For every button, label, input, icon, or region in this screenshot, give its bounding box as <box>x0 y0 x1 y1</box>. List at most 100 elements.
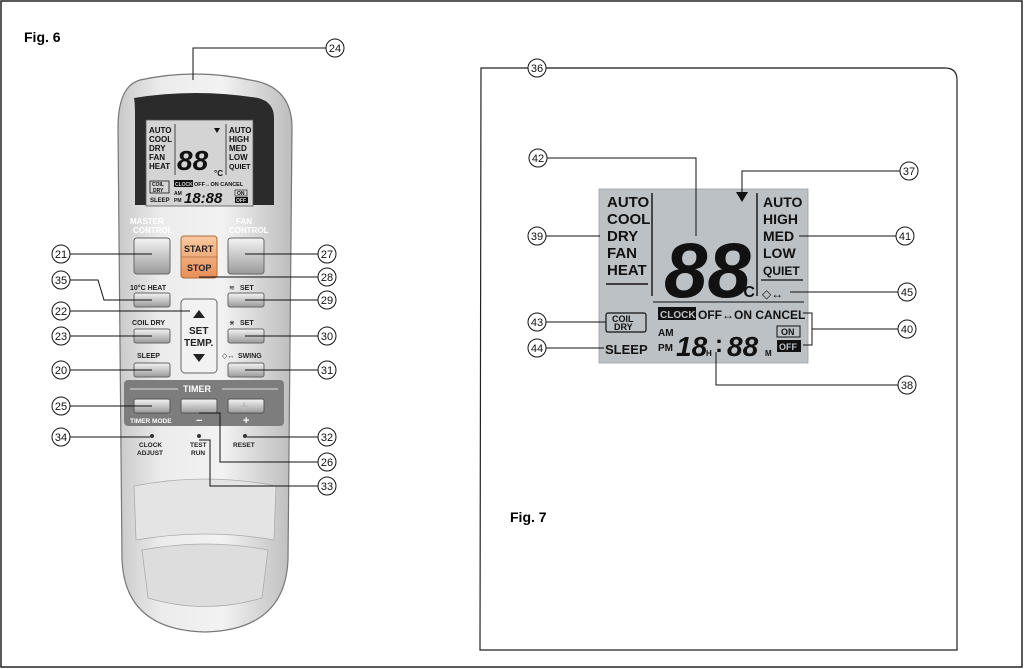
fig6-label: Fig. 6 <box>24 29 61 45</box>
reset-button[interactable] <box>243 434 247 438</box>
remote-lcd-pm: PM <box>174 198 182 204</box>
sleep-text: SLEEP <box>605 342 648 357</box>
svg-text:27: 27 <box>321 249 333 261</box>
clock-adjust-label-1: CLOCK <box>139 442 162 449</box>
remote-lcd-mode-heat: HEAT <box>149 162 170 171</box>
callout-39: 39 <box>527 226 547 246</box>
minus-button-glyph: ▭ <box>193 402 202 413</box>
callout-44: 44 <box>527 338 547 358</box>
fig7-label: Fig. 7 <box>510 509 547 525</box>
remote-lcd-off: OFF <box>236 198 246 204</box>
remote-lcd-mode-dry: DRY <box>149 144 166 153</box>
plus-label: + <box>243 415 249 427</box>
mode-fan: FAN <box>607 245 637 262</box>
remote-lcd-mode-auto: AUTO <box>149 126 172 135</box>
callout-30: 30 <box>317 326 337 346</box>
callout-25: 25 <box>51 396 71 416</box>
fan-control-button[interactable] <box>227 237 265 275</box>
mode-heat: HEAT <box>607 262 647 279</box>
sleep-label: SLEEP <box>137 353 160 360</box>
fan-low: LOW <box>763 245 796 261</box>
set2-icon: ⋇ <box>229 320 235 327</box>
off-text: OFF <box>779 342 797 352</box>
svg-text:41: 41 <box>899 231 911 243</box>
timer-plus-button[interactable] <box>227 398 265 414</box>
remote-lcd-dry: DRY <box>153 188 164 194</box>
remote-buttons: MASTER CONTROL FAN CONTROL START STOP 10… <box>130 217 278 457</box>
clock-adjust-label-2: ADJUST <box>137 450 163 457</box>
remote-lcd-mode-fan: FAN <box>149 153 165 162</box>
remote-lcd-on: ON <box>237 191 245 197</box>
pm-text: PM <box>658 343 673 354</box>
fan-auto: AUTO <box>763 194 803 210</box>
set-temp-label-1: SET <box>189 326 208 337</box>
remote-lcd-sleep: SLEEP <box>150 198 170 204</box>
fig7-lcd <box>598 188 809 364</box>
set1-icon: ≋ <box>229 285 235 292</box>
svg-text:23: 23 <box>55 331 67 343</box>
fan-high: HIGH <box>763 211 798 227</box>
swing-icon: ◇↔ <box>222 353 234 360</box>
svg-text:32: 32 <box>321 432 333 444</box>
am-text: AM <box>658 328 674 339</box>
svg-text:30: 30 <box>321 331 333 343</box>
svg-text:43: 43 <box>531 317 543 329</box>
callout-38: 38 <box>897 375 917 395</box>
svg-text:39: 39 <box>531 231 543 243</box>
remote-lcd-time: 18:88 <box>184 190 223 207</box>
svg-text:22: 22 <box>55 306 67 318</box>
offon-cancel-text: OFF↔ON CANCEL <box>698 308 805 322</box>
master-control-button[interactable] <box>133 237 171 275</box>
remote-lcd-fan-auto: AUTO <box>229 126 252 135</box>
fan-control-label-1: FAN <box>236 217 252 226</box>
minute-unit: M <box>765 349 772 358</box>
callout-42: 42 <box>528 148 548 168</box>
svg-text:35: 35 <box>55 275 67 287</box>
leader-40 <box>803 312 898 346</box>
fan-control-label-2: CONTROL <box>229 226 269 235</box>
callout-33: 33 <box>317 476 337 496</box>
remote-leader-lines <box>70 47 326 487</box>
callout-31: 31 <box>317 360 337 380</box>
set-temp-rocker[interactable] <box>180 298 218 374</box>
remote-lcd-on-box <box>234 189 248 197</box>
callout-20: 20 <box>51 360 71 380</box>
remote-lcd-coil: COIL <box>152 182 164 188</box>
remote-lcd-signal-icon <box>214 128 220 133</box>
svg-text:40: 40 <box>901 324 913 336</box>
clock-badge <box>658 307 696 320</box>
temp-up-arrow-icon[interactable] <box>193 310 205 318</box>
remote-lcd-fan-low: LOW <box>229 153 248 162</box>
remote-base-panel <box>141 543 269 607</box>
remote-lcd-fan-med: MED <box>229 144 247 153</box>
temp-digits: 88 <box>664 226 751 314</box>
callout-36: 36 <box>527 58 547 78</box>
test-run-button[interactable] <box>197 434 201 438</box>
minute-digits: 88 <box>727 331 759 362</box>
clock-adjust-button[interactable] <box>150 434 154 438</box>
svg-text:21: 21 <box>55 249 67 261</box>
callout-45: 45 <box>897 282 917 302</box>
master-control-label-2: CONTROL <box>133 226 173 235</box>
fan-quiet: QUIET <box>763 264 800 278</box>
remote-lcd-offon: OFF↔ON CANCEL <box>194 182 244 188</box>
svg-text:25: 25 <box>55 401 67 413</box>
leader-42 <box>547 157 697 236</box>
on-text: ON <box>781 327 795 337</box>
hour-digits: 18 <box>676 331 708 362</box>
remote-lower-panel <box>133 478 277 541</box>
svg-text:26: 26 <box>321 457 333 469</box>
remote-lcd-mode-cool: COOL <box>149 135 172 144</box>
svg-text:36: 36 <box>531 63 543 75</box>
svg-text:29: 29 <box>321 295 333 307</box>
temp-down-arrow-icon[interactable] <box>193 354 205 362</box>
test-run-label-2: RUN <box>191 450 205 457</box>
off-badge <box>777 340 801 352</box>
callout-40: 40 <box>897 319 917 339</box>
callout-34: 34 <box>51 427 71 447</box>
svg-text:33: 33 <box>321 481 333 493</box>
master-control-label-1: MASTER <box>130 217 164 226</box>
callout-28: 28 <box>317 267 337 287</box>
stop-label: STOP <box>187 263 211 273</box>
fig7-leader-lines <box>546 67 945 386</box>
